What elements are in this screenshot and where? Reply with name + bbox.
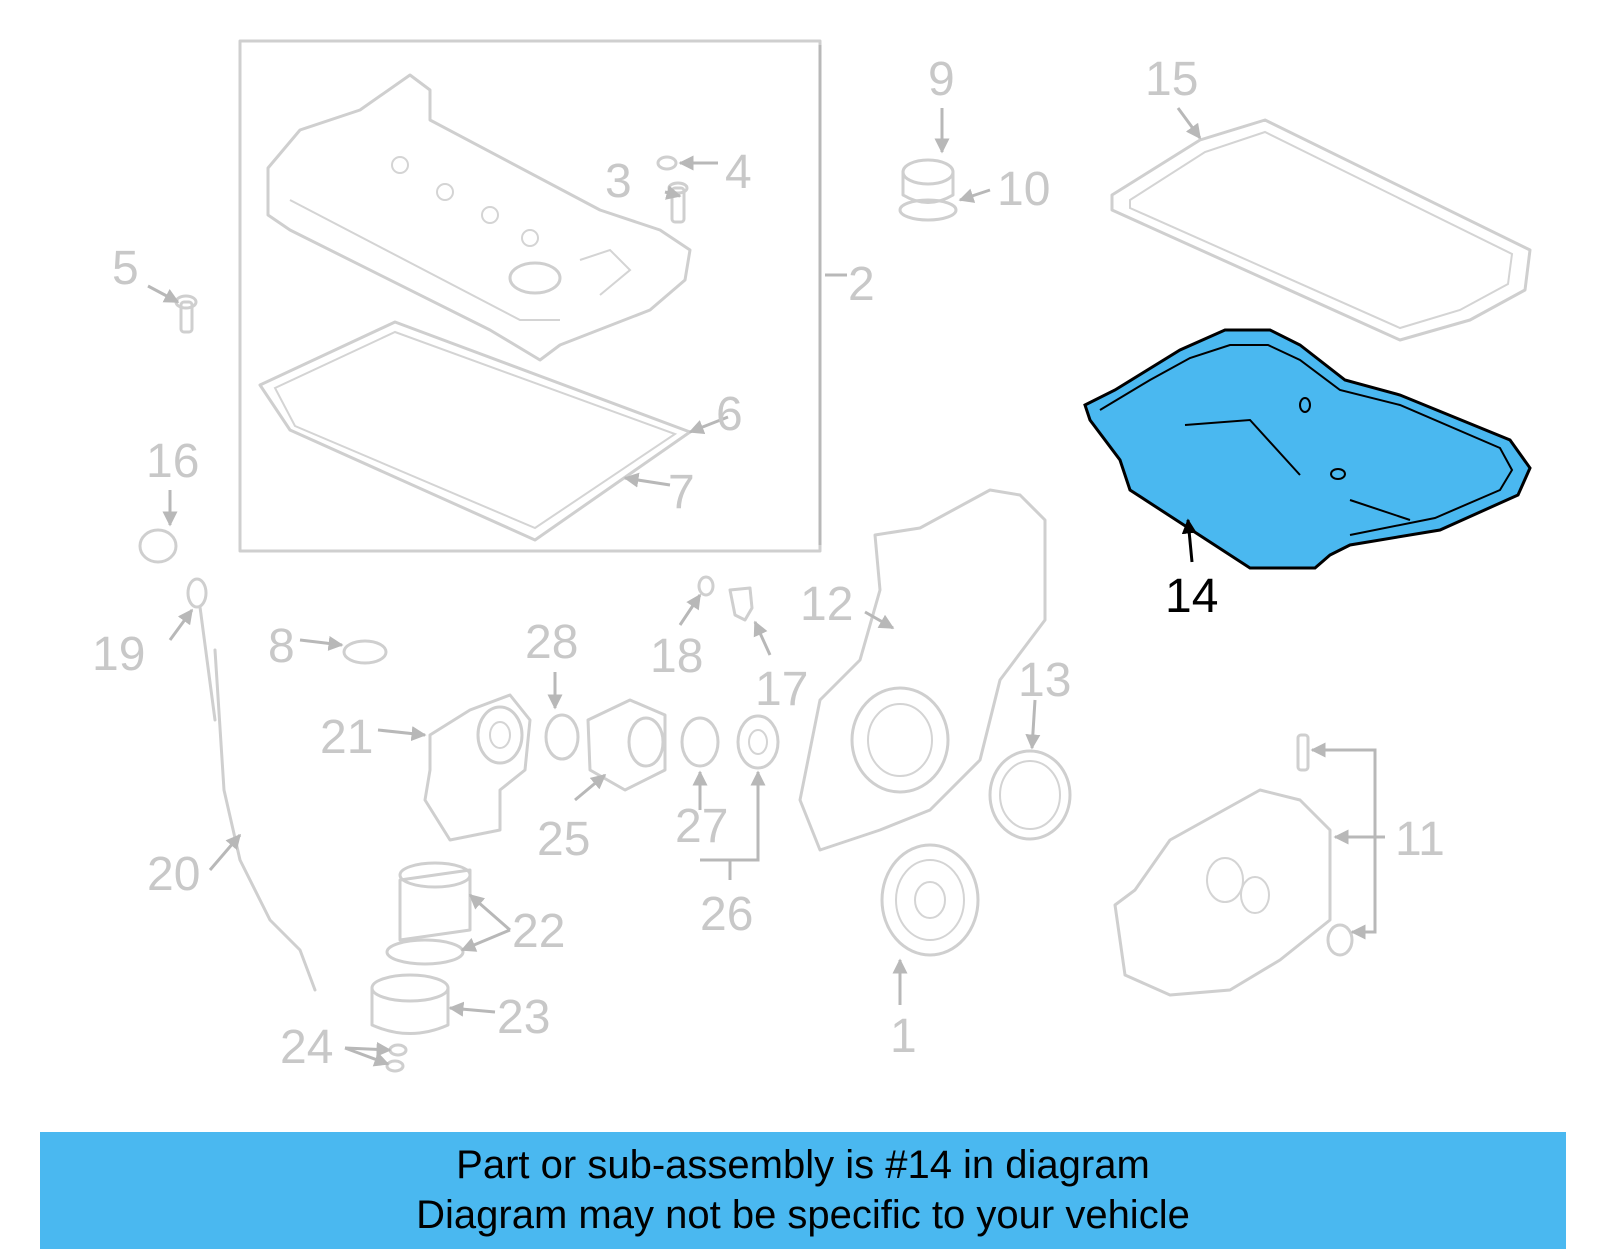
callout-7: 7 [668, 466, 695, 519]
callout-18: 18 [650, 630, 703, 683]
seal-part-28 [544, 713, 580, 761]
callout-26: 26 [700, 888, 753, 941]
seal-part-27 [680, 716, 720, 768]
callout-10: 10 [997, 163, 1050, 216]
plug-part-16 [138, 528, 178, 564]
valve-cover-assembly-frame [238, 39, 822, 553]
seal-part-8 [342, 639, 388, 665]
callout-8: 8 [268, 620, 295, 673]
seal-part-26 [736, 714, 780, 770]
banner-line-1: Part or sub-assembly is #14 in diagram [456, 1143, 1150, 1187]
housing-part-11 [1113, 733, 1354, 997]
oil-pan-part-14 [1083, 328, 1532, 570]
timing-cover-part-12 [798, 488, 1047, 852]
dipstick-tube-part-20 [213, 648, 317, 992]
callout-3: 3 [605, 155, 632, 208]
nut-part-4 [656, 155, 678, 171]
pulley-part-1 [880, 843, 980, 957]
leader-lines [147, 45, 1385, 1067]
seal-part-13 [988, 749, 1072, 841]
info-banner: Part or sub-assembly is #14 in diagram D… [40, 1132, 1566, 1249]
callout-9: 9 [928, 53, 955, 106]
oil-pan-gasket-part-15 [1110, 118, 1532, 342]
callout-23: 23 [497, 991, 550, 1044]
sensor-part-17 [728, 586, 754, 622]
bolt-part-5 [174, 294, 198, 334]
dipstick-part-19 [186, 577, 217, 722]
callout-28: 28 [525, 616, 578, 669]
callout-12: 12 [800, 578, 853, 631]
callout-16: 16 [146, 435, 199, 488]
callout-20: 20 [147, 848, 200, 901]
valve-cover-drawing [266, 73, 692, 362]
oil-cooler-part-25 [586, 698, 667, 792]
banner-line-2: Diagram may not be specific to your vehi… [416, 1193, 1190, 1237]
oil-filter-part-22 [385, 861, 472, 966]
callout-21: 21 [320, 711, 373, 764]
filter-housing-part-21 [423, 693, 532, 842]
filler-cap-part-9 [901, 158, 955, 204]
callout-4: 4 [725, 146, 752, 199]
callout-24: 24 [280, 1021, 333, 1074]
cap-seal-part-10 [898, 198, 958, 222]
callout-2: 2 [848, 258, 875, 311]
callout-15: 15 [1145, 53, 1198, 106]
callout-11: 11 [1395, 813, 1445, 866]
callout-27: 27 [675, 800, 728, 853]
callout-17: 17 [755, 663, 808, 716]
filter-cap-part-23 [370, 973, 450, 1035]
seal-part-18 [697, 575, 715, 597]
callout-22: 22 [512, 905, 565, 958]
callout-19: 19 [92, 628, 145, 681]
callout-1: 1 [890, 1010, 917, 1063]
callout-5: 5 [112, 242, 139, 295]
valve-cover-gasket-drawing [258, 320, 692, 542]
callout-25: 25 [537, 813, 590, 866]
callout-6: 6 [716, 388, 743, 441]
callout-13: 13 [1018, 654, 1071, 707]
bolt-part-3 [667, 181, 689, 224]
callout-labels: 1 2 3 4 5 6 7 8 9 10 11 12 13 14 15 16 1… [92, 53, 1445, 1074]
callout-14: 14 [1165, 570, 1218, 623]
